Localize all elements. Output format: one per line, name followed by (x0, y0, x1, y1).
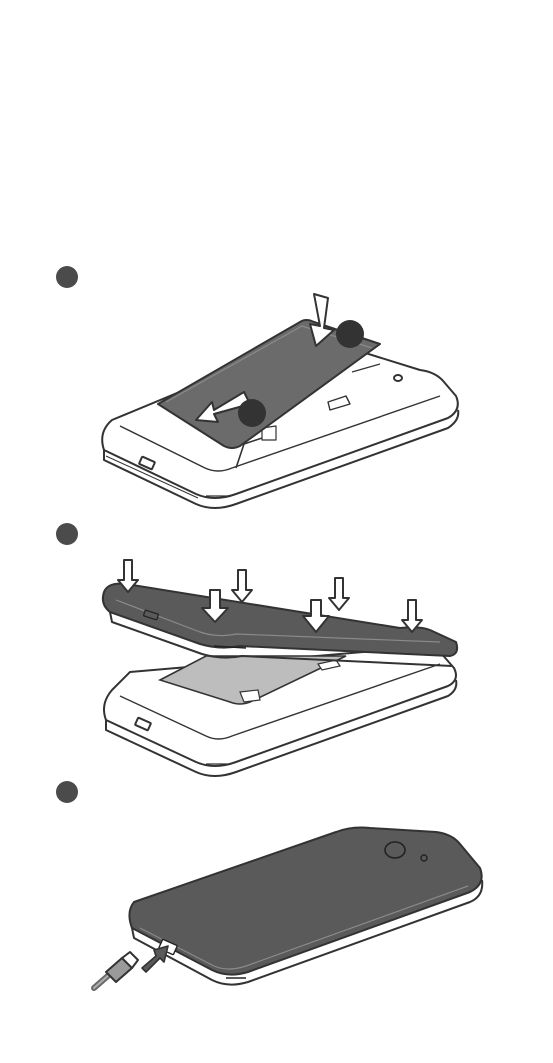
camera-lens-icon (385, 842, 405, 858)
flash-icon (421, 855, 427, 861)
phone-closed (129, 828, 482, 985)
charging-cable (94, 952, 138, 988)
plug-in-arrow (142, 946, 168, 972)
